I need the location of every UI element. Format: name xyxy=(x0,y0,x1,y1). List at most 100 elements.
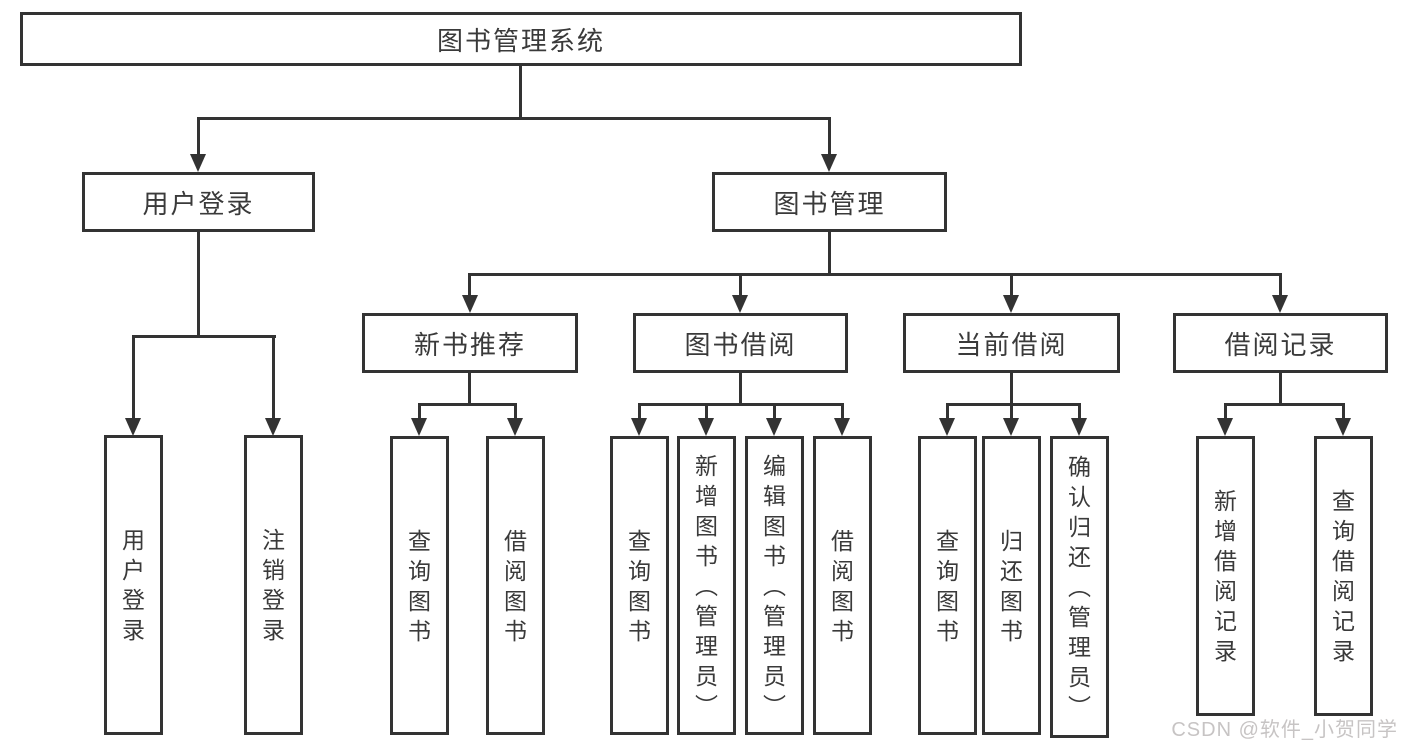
arrowhead-down-icon xyxy=(766,418,782,436)
vertical-char: 理 xyxy=(1068,634,1091,660)
vertical-char: 确 xyxy=(1068,454,1091,480)
arrowhead-down-icon xyxy=(462,295,478,313)
arrowhead-down-icon xyxy=(1003,418,1019,436)
arrowhead-down-icon xyxy=(1071,418,1087,436)
vertical-char: 管 xyxy=(695,602,718,629)
vertical-char: 图 xyxy=(408,587,431,614)
node-current-borrowing: 当前借阅 xyxy=(903,313,1120,373)
vertical-char: 户 xyxy=(122,557,145,583)
vertical-char: 借 xyxy=(1214,548,1237,574)
vertical-char: 销 xyxy=(262,557,285,583)
vertical-char: 记 xyxy=(1332,608,1355,634)
node-leaf-logout: 注销登录 xyxy=(244,435,303,735)
vertical-char: 查 xyxy=(936,527,959,554)
vertical-char: 归 xyxy=(1068,514,1091,540)
connector-line xyxy=(514,403,517,420)
vertical-char: 还 xyxy=(1000,557,1023,584)
vertical-char: 书 xyxy=(408,617,431,644)
vertical-char: 图 xyxy=(504,587,527,614)
vertical-char: 图 xyxy=(936,587,959,614)
vertical-char: 编 xyxy=(763,452,786,479)
arrowhead-down-icon xyxy=(190,154,206,172)
vertical-char: 借 xyxy=(1332,548,1355,574)
connector-line xyxy=(197,117,831,120)
node-library-management-system: 图书管理系统 xyxy=(20,12,1022,66)
connector-line xyxy=(468,273,1282,276)
vertical-char: 认 xyxy=(1068,484,1091,510)
vertical-char: 书 xyxy=(695,542,718,569)
node-leaf-borrow-books-1: 借阅图书 xyxy=(486,436,545,735)
vertical-char: 增 xyxy=(1214,518,1237,544)
connector-line xyxy=(418,403,421,420)
connector-line xyxy=(1010,373,1013,406)
vertical-char: 录 xyxy=(122,617,145,643)
node-leaf-edit-books-admin: 编辑图书︵管理员︶ xyxy=(745,436,804,735)
vertical-char: 员 xyxy=(1068,664,1091,690)
node-borrowing-records: 借阅记录 xyxy=(1173,313,1388,373)
vertical-char: 图 xyxy=(695,512,718,539)
arrowhead-down-icon xyxy=(698,418,714,436)
vertical-char: ︶ xyxy=(763,692,786,719)
vertical-char: 注 xyxy=(262,527,285,553)
connector-line xyxy=(132,335,135,420)
vertical-char: 图 xyxy=(628,587,651,614)
vertical-char: 员 xyxy=(763,662,786,689)
connector-line xyxy=(828,117,831,156)
connector-line xyxy=(638,403,844,406)
vertical-char: 图 xyxy=(763,512,786,539)
vertical-char: 登 xyxy=(122,587,145,613)
vertical-char: 用 xyxy=(122,527,145,553)
vertical-char: 询 xyxy=(1332,518,1355,544)
vertical-char: 询 xyxy=(628,557,651,584)
vertical-char: 阅 xyxy=(831,557,854,584)
connector-line xyxy=(197,232,200,338)
vertical-char: 记 xyxy=(1214,608,1237,634)
node-leaf-borrow-books-2: 借阅图书 xyxy=(813,436,872,735)
vertical-char: 录 xyxy=(1332,638,1355,664)
connector-line xyxy=(519,66,522,120)
vertical-char: 增 xyxy=(695,482,718,509)
vertical-char: 书 xyxy=(936,617,959,644)
node-new-book-recommend: 新书推荐 xyxy=(362,313,578,373)
arrowhead-down-icon xyxy=(507,418,523,436)
node-leaf-add-books-admin: 新增图书︵管理员︶ xyxy=(677,436,736,735)
connector-line xyxy=(1279,373,1282,406)
arrowhead-down-icon xyxy=(411,418,427,436)
vertical-char: 录 xyxy=(1214,638,1237,664)
vertical-char: 借 xyxy=(831,527,854,554)
vertical-char: 查 xyxy=(408,527,431,554)
connector-line xyxy=(1010,273,1013,297)
vertical-char: ︵ xyxy=(695,572,718,599)
vertical-char: 阅 xyxy=(1214,578,1237,604)
node-book-borrowing: 图书借阅 xyxy=(633,313,848,373)
vertical-char: 归 xyxy=(1000,527,1023,554)
connector-line xyxy=(1010,403,1013,420)
connector-line xyxy=(773,403,776,420)
node-leaf-query-borrow-record: 查询借阅记录 xyxy=(1314,436,1373,716)
connector-line xyxy=(1279,273,1282,297)
connector-line xyxy=(197,117,200,156)
vertical-char: ︶ xyxy=(695,692,718,719)
arrowhead-down-icon xyxy=(834,418,850,436)
node-user-login: 用户登录 xyxy=(82,172,315,232)
connector-line xyxy=(739,273,742,297)
arrowhead-down-icon xyxy=(1335,418,1351,436)
connector-line xyxy=(739,373,742,406)
connector-line xyxy=(1078,403,1081,420)
vertical-char: 辑 xyxy=(763,482,786,509)
vertical-char: 管 xyxy=(763,602,786,629)
node-leaf-add-borrow-record: 新增借阅记录 xyxy=(1196,436,1255,716)
vertical-char: 理 xyxy=(763,632,786,659)
connector-line xyxy=(946,403,949,420)
vertical-char: 阅 xyxy=(1332,578,1355,604)
vertical-char: 查 xyxy=(1332,488,1355,514)
vertical-char: 登 xyxy=(262,587,285,613)
connector-line xyxy=(638,403,641,420)
arrowhead-down-icon xyxy=(939,418,955,436)
vertical-char: 还 xyxy=(1068,544,1091,570)
vertical-char: ︶ xyxy=(1068,694,1091,720)
node-leaf-user-login: 用户登录 xyxy=(104,435,163,735)
node-leaf-query-books-2: 查询图书 xyxy=(610,436,669,735)
connector-line xyxy=(468,273,471,297)
